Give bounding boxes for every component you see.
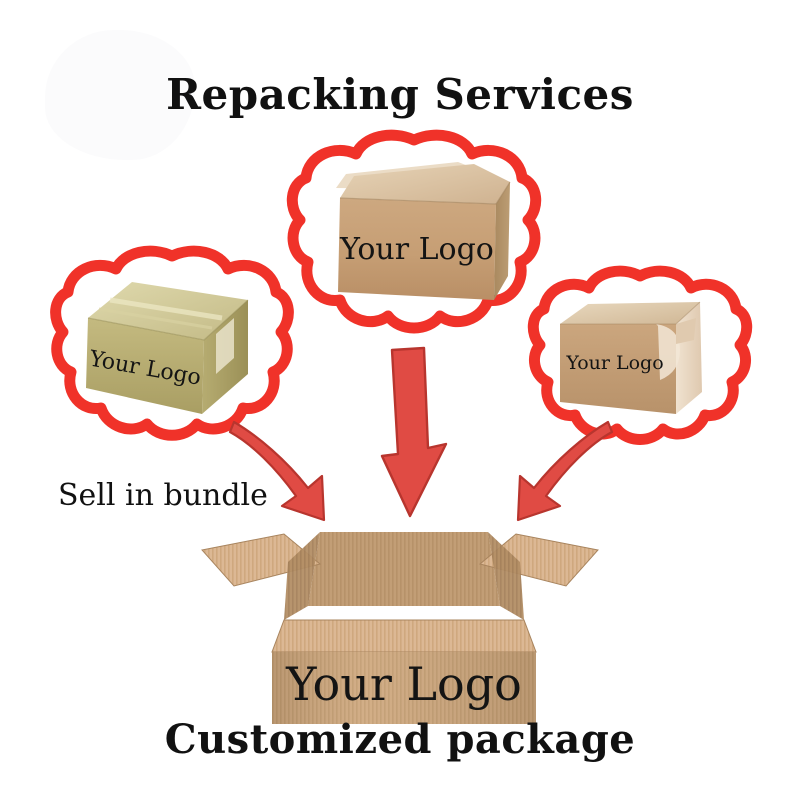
arrow-down-icon	[380, 346, 448, 518]
center-arrow	[372, 344, 456, 520]
front-rim-flap	[272, 620, 536, 652]
right-bubble: Your Logo	[527, 265, 753, 460]
watermark-blob	[45, 30, 195, 160]
center-bubble: Your Logo	[286, 129, 542, 362]
left-bubble: Your Logo	[50, 245, 294, 458]
page-title: Repacking Services	[166, 70, 634, 119]
carton-logo-text: Your Logo	[565, 352, 663, 374]
carton-logo-text: Your Logo	[339, 232, 494, 267]
carton-cube: Your Logo	[560, 301, 702, 414]
carton-large: Your Logo	[336, 162, 511, 300]
left-flap	[202, 534, 320, 586]
bottom-title: Customized package	[164, 716, 636, 763]
customized-open-carton: Your Logo	[188, 500, 612, 732]
left-arrow	[228, 418, 358, 528]
right-flap	[480, 534, 598, 586]
final-box-logo-text: Your Logo	[285, 657, 522, 711]
arrow-curved-down-left-icon	[516, 420, 614, 522]
carton-flat-wide: Your Logo	[86, 282, 249, 414]
sell-in-bundle-caption: Sell in bundle	[58, 478, 268, 513]
right-arrow	[484, 418, 614, 528]
arrow-curved-down-right-icon	[228, 420, 326, 522]
